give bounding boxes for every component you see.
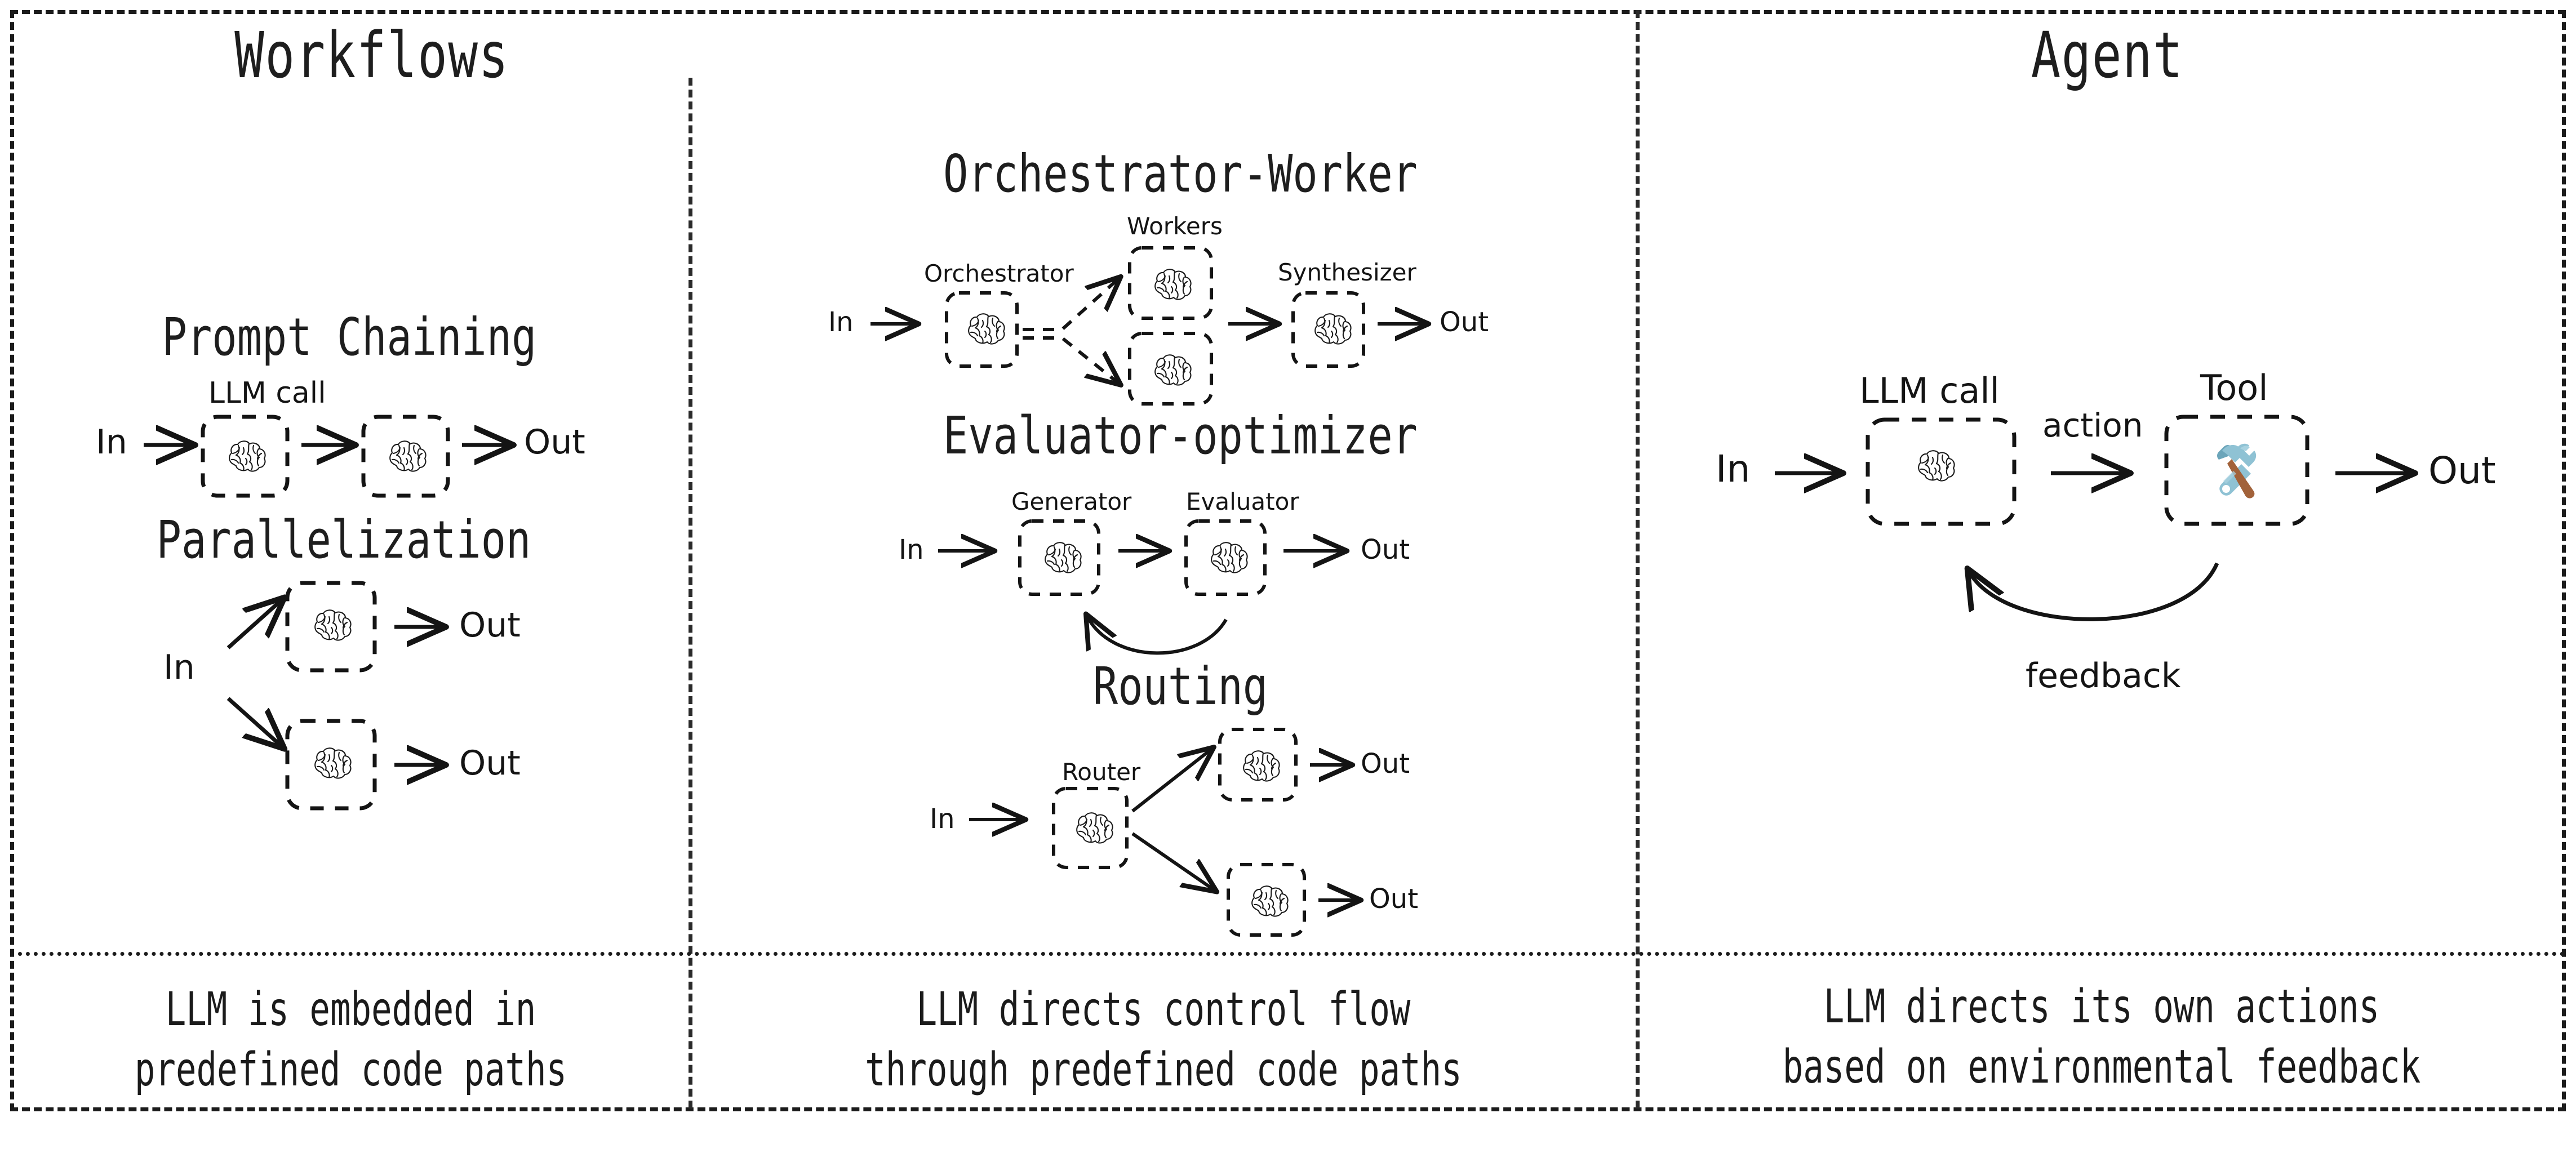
caption-line: LLM is embedded in	[165, 983, 536, 1036]
panel-title-parallelization: Parallelization	[156, 510, 531, 570]
caption-line: LLM directs control flow	[916, 983, 1411, 1036]
column-divider-left	[689, 78, 692, 1109]
column-divider-right	[1636, 10, 1640, 1109]
caption-line: predefined code paths	[134, 1043, 567, 1097]
caption-line: through predefined code paths	[865, 1043, 1462, 1097]
panel-title-routing: Routing	[1092, 656, 1268, 716]
caption-workflows: LLM is embedded in predefined code paths	[108, 980, 593, 1100]
column-title-workflows: Workflows	[234, 19, 509, 92]
column-title-agent: Agent	[2031, 19, 2184, 92]
caption-line: LLM directs its own actions	[1823, 980, 2380, 1034]
panel-title-orchestrator-worker: Orchestrator-Worker	[943, 144, 1418, 204]
outer-frame	[10, 10, 2566, 1111]
caption-line: based on environmental feedback	[1782, 1040, 2421, 1094]
panel-title-evaluator-optimizer: Evaluator-optimizer	[943, 406, 1418, 466]
caption-agent: LLM directs its own actions based on env…	[1766, 977, 2437, 1097]
panel-title-prompt-chaining: Prompt Chaining	[162, 307, 537, 367]
caption-workflows-mid: LLM directs control flow through predefi…	[821, 980, 1505, 1100]
caption-divider	[10, 952, 2566, 956]
